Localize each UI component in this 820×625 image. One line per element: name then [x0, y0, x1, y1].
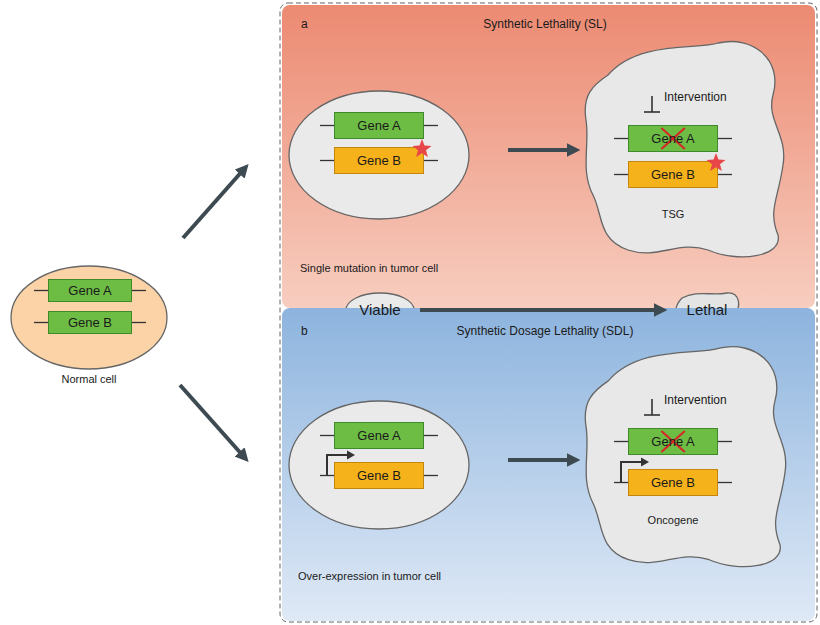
gene-box: Gene B: [334, 462, 424, 489]
inhibition-symbol: [644, 96, 660, 112]
node-label: Gene A: [651, 434, 694, 450]
node-label: Gene B: [68, 315, 112, 331]
node-label: Gene A: [651, 131, 694, 147]
node-label: Single mutation in tumor cell: [300, 262, 438, 275]
gene-box: Gene B: [48, 311, 132, 334]
gene-box: Gene B: [334, 147, 424, 174]
node-label: Viable: [359, 301, 400, 319]
panel-letter: a: [301, 17, 308, 31]
panel-title: Synthetic Lethality (SL): [483, 17, 606, 31]
gene-box: Gene B: [628, 161, 718, 188]
node-label: Gene A: [357, 428, 400, 444]
process-arrow: [508, 148, 575, 152]
node-label: Lethal: [687, 301, 728, 319]
intervention-label: Intervention: [664, 90, 727, 104]
panel-letter: b: [301, 324, 308, 338]
tumor-cell-dying: TSG Gene A Gene B: [578, 35, 788, 262]
gene-box: Gene A: [334, 422, 424, 449]
panel-title: Synthetic Dosage Lethality (SDL): [457, 324, 634, 338]
node-label: Gene B: [651, 475, 695, 491]
tumor-cell: Over-expression in tumor cellGene AGene …: [288, 400, 470, 530]
node-label: Gene B: [651, 167, 695, 183]
panel: b Synthetic Dosage Lethality (SDL) Over-ex…: [282, 308, 815, 621]
gene-box: Gene A: [48, 279, 132, 302]
node-label: Normal cell: [61, 373, 116, 386]
tumor-cell-dying: Oncogene Gene A Gene B: [578, 340, 790, 572]
node-label: Over-expression in tumor cell: [298, 570, 441, 583]
process-arrow: [508, 458, 575, 462]
inhibition-symbol: [644, 399, 660, 415]
gene-box: Gene B: [628, 469, 718, 496]
gene-box: Gene A: [628, 428, 718, 455]
panel: a Synthetic Lethality (SL) Single mutation…: [282, 5, 815, 308]
process-arrow: [420, 308, 662, 312]
node-label: TSG: [662, 208, 685, 221]
node-label: Gene B: [357, 153, 401, 169]
intervention-label: Intervention: [664, 393, 727, 407]
gene-box: Gene A: [628, 125, 718, 152]
tumor-cell: Single mutation in tumor cellGene AGene …: [288, 90, 470, 220]
node-label: Oncogene: [648, 514, 699, 527]
normal-cell: Normal cellGene AGene B: [10, 265, 168, 370]
node-label: Gene A: [68, 283, 111, 299]
node-label: Gene A: [357, 118, 400, 134]
dashed-frame: [280, 3, 817, 622]
cell-outline: [578, 340, 790, 572]
process-arrow: [183, 168, 245, 238]
process-arrow: [180, 385, 245, 458]
node-label: Gene B: [357, 468, 401, 484]
gene-box: Gene A: [334, 112, 424, 139]
